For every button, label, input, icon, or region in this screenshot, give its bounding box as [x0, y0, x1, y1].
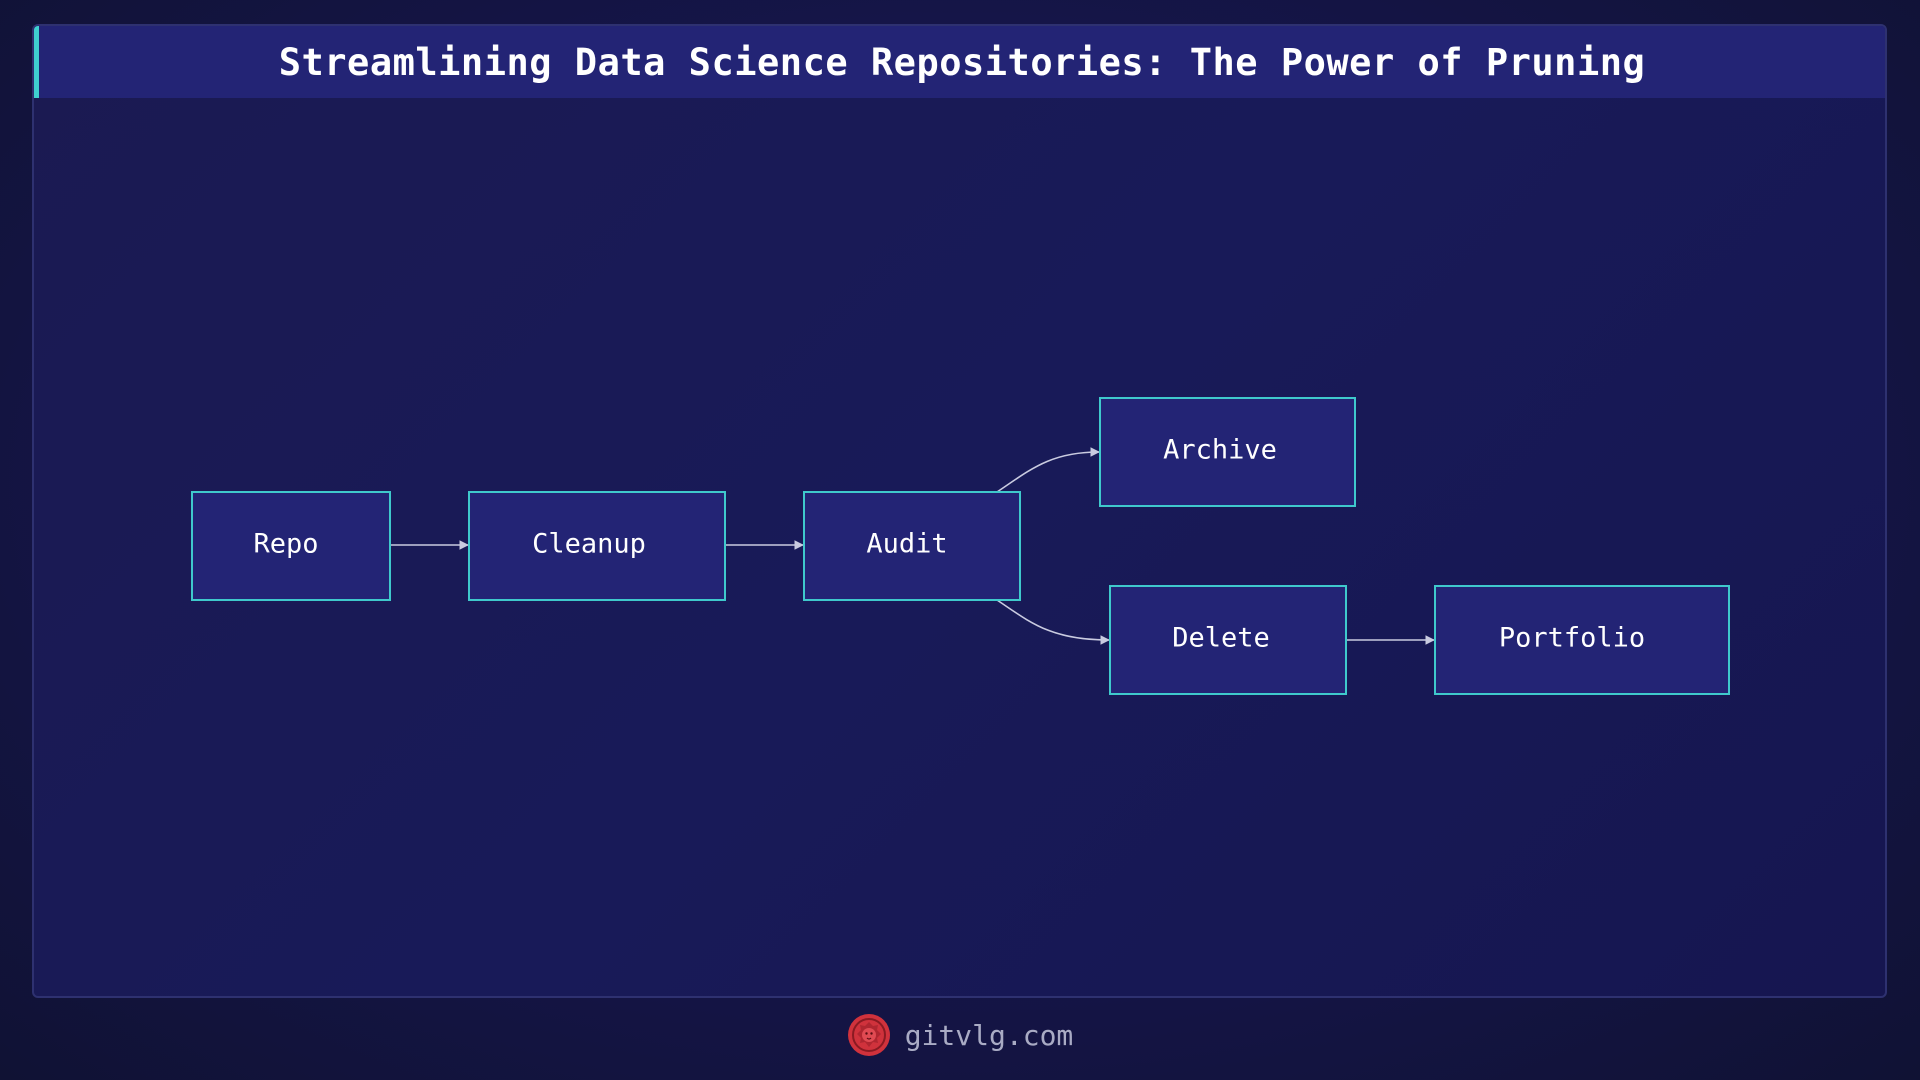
- node-archive-label: Archive: [1163, 435, 1277, 466]
- edge-audit-delete: [996, 599, 1110, 645]
- footer: gitvlg.com: [0, 1010, 1920, 1060]
- node-portfolio: Portfolio: [1434, 585, 1730, 695]
- node-delete: Delete: [1109, 585, 1347, 695]
- node-cleanup: Cleanup: [468, 491, 726, 601]
- lion-icon: [847, 1014, 890, 1056]
- node-repo: Repo: [191, 491, 391, 601]
- node-portfolio-label: Portfolio: [1499, 623, 1645, 654]
- node-archive: Archive: [1099, 397, 1356, 507]
- node-cleanup-label: Cleanup: [532, 529, 646, 560]
- node-audit: Audit: [803, 491, 1021, 601]
- node-delete-label: Delete: [1172, 623, 1270, 654]
- title-bar: Streamlining Data Science Repositories: …: [34, 26, 1885, 98]
- footer-site-text: gitvlg.com: [904, 1018, 1074, 1052]
- edge-audit-archive: [996, 447, 1100, 493]
- diagram-title: Streamlining Data Science Repositories: …: [278, 40, 1646, 84]
- node-audit-label: Audit: [866, 529, 947, 560]
- node-repo-label: Repo: [253, 529, 318, 560]
